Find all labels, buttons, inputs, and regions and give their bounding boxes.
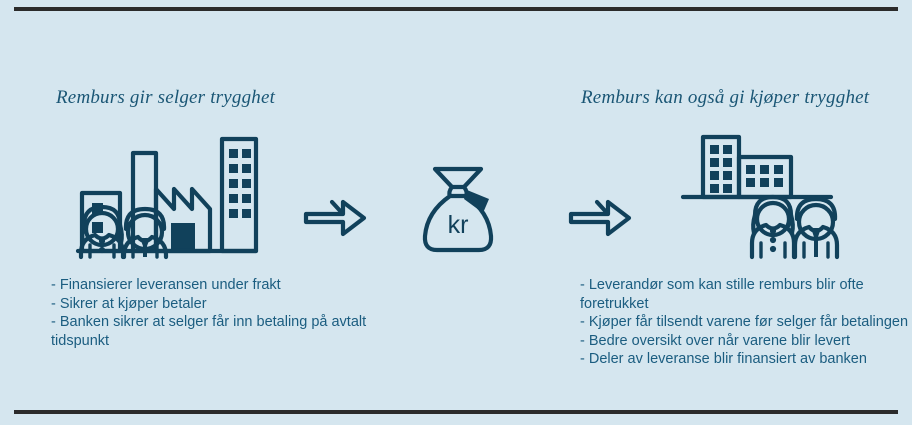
right-bullet-list: - Leverandør som kan stille remburs blir… [580, 276, 912, 369]
money-bag-icon: kr [419, 163, 497, 255]
list-item: - Banken sikrer at selger får inn betali… [51, 314, 367, 349]
list-item: - Leverandør som kan stille remburs blir… [580, 277, 864, 312]
arrow-right-icon [568, 197, 632, 239]
arrow-right-icon [303, 197, 367, 239]
bottom-divider-rule [14, 410, 898, 414]
left-heading: Remburs gir selger trygghet [56, 87, 276, 108]
buyers-and-buildings-icon [680, 131, 863, 260]
list-item: - Finansierer leveransen under frakt [51, 277, 281, 293]
right-heading: Remburs kan også gi kjøper trygghet [581, 87, 870, 108]
left-bullet-list: - Finansierer leveransen under frakt - S… [51, 276, 396, 350]
list-item: - Kjøper får tilsendt varene før selger … [580, 314, 909, 330]
list-item: - Deler av leveranse blir finansiert av … [580, 351, 867, 367]
list-item: - Bedre oversikt over når varene blir le… [580, 332, 850, 349]
sellers-and-factory-icon [75, 131, 259, 260]
top-divider-rule [14, 7, 898, 11]
list-item: - Sikrer at kjøper betaler [51, 295, 207, 312]
money-bag-label: kr [448, 211, 469, 239]
